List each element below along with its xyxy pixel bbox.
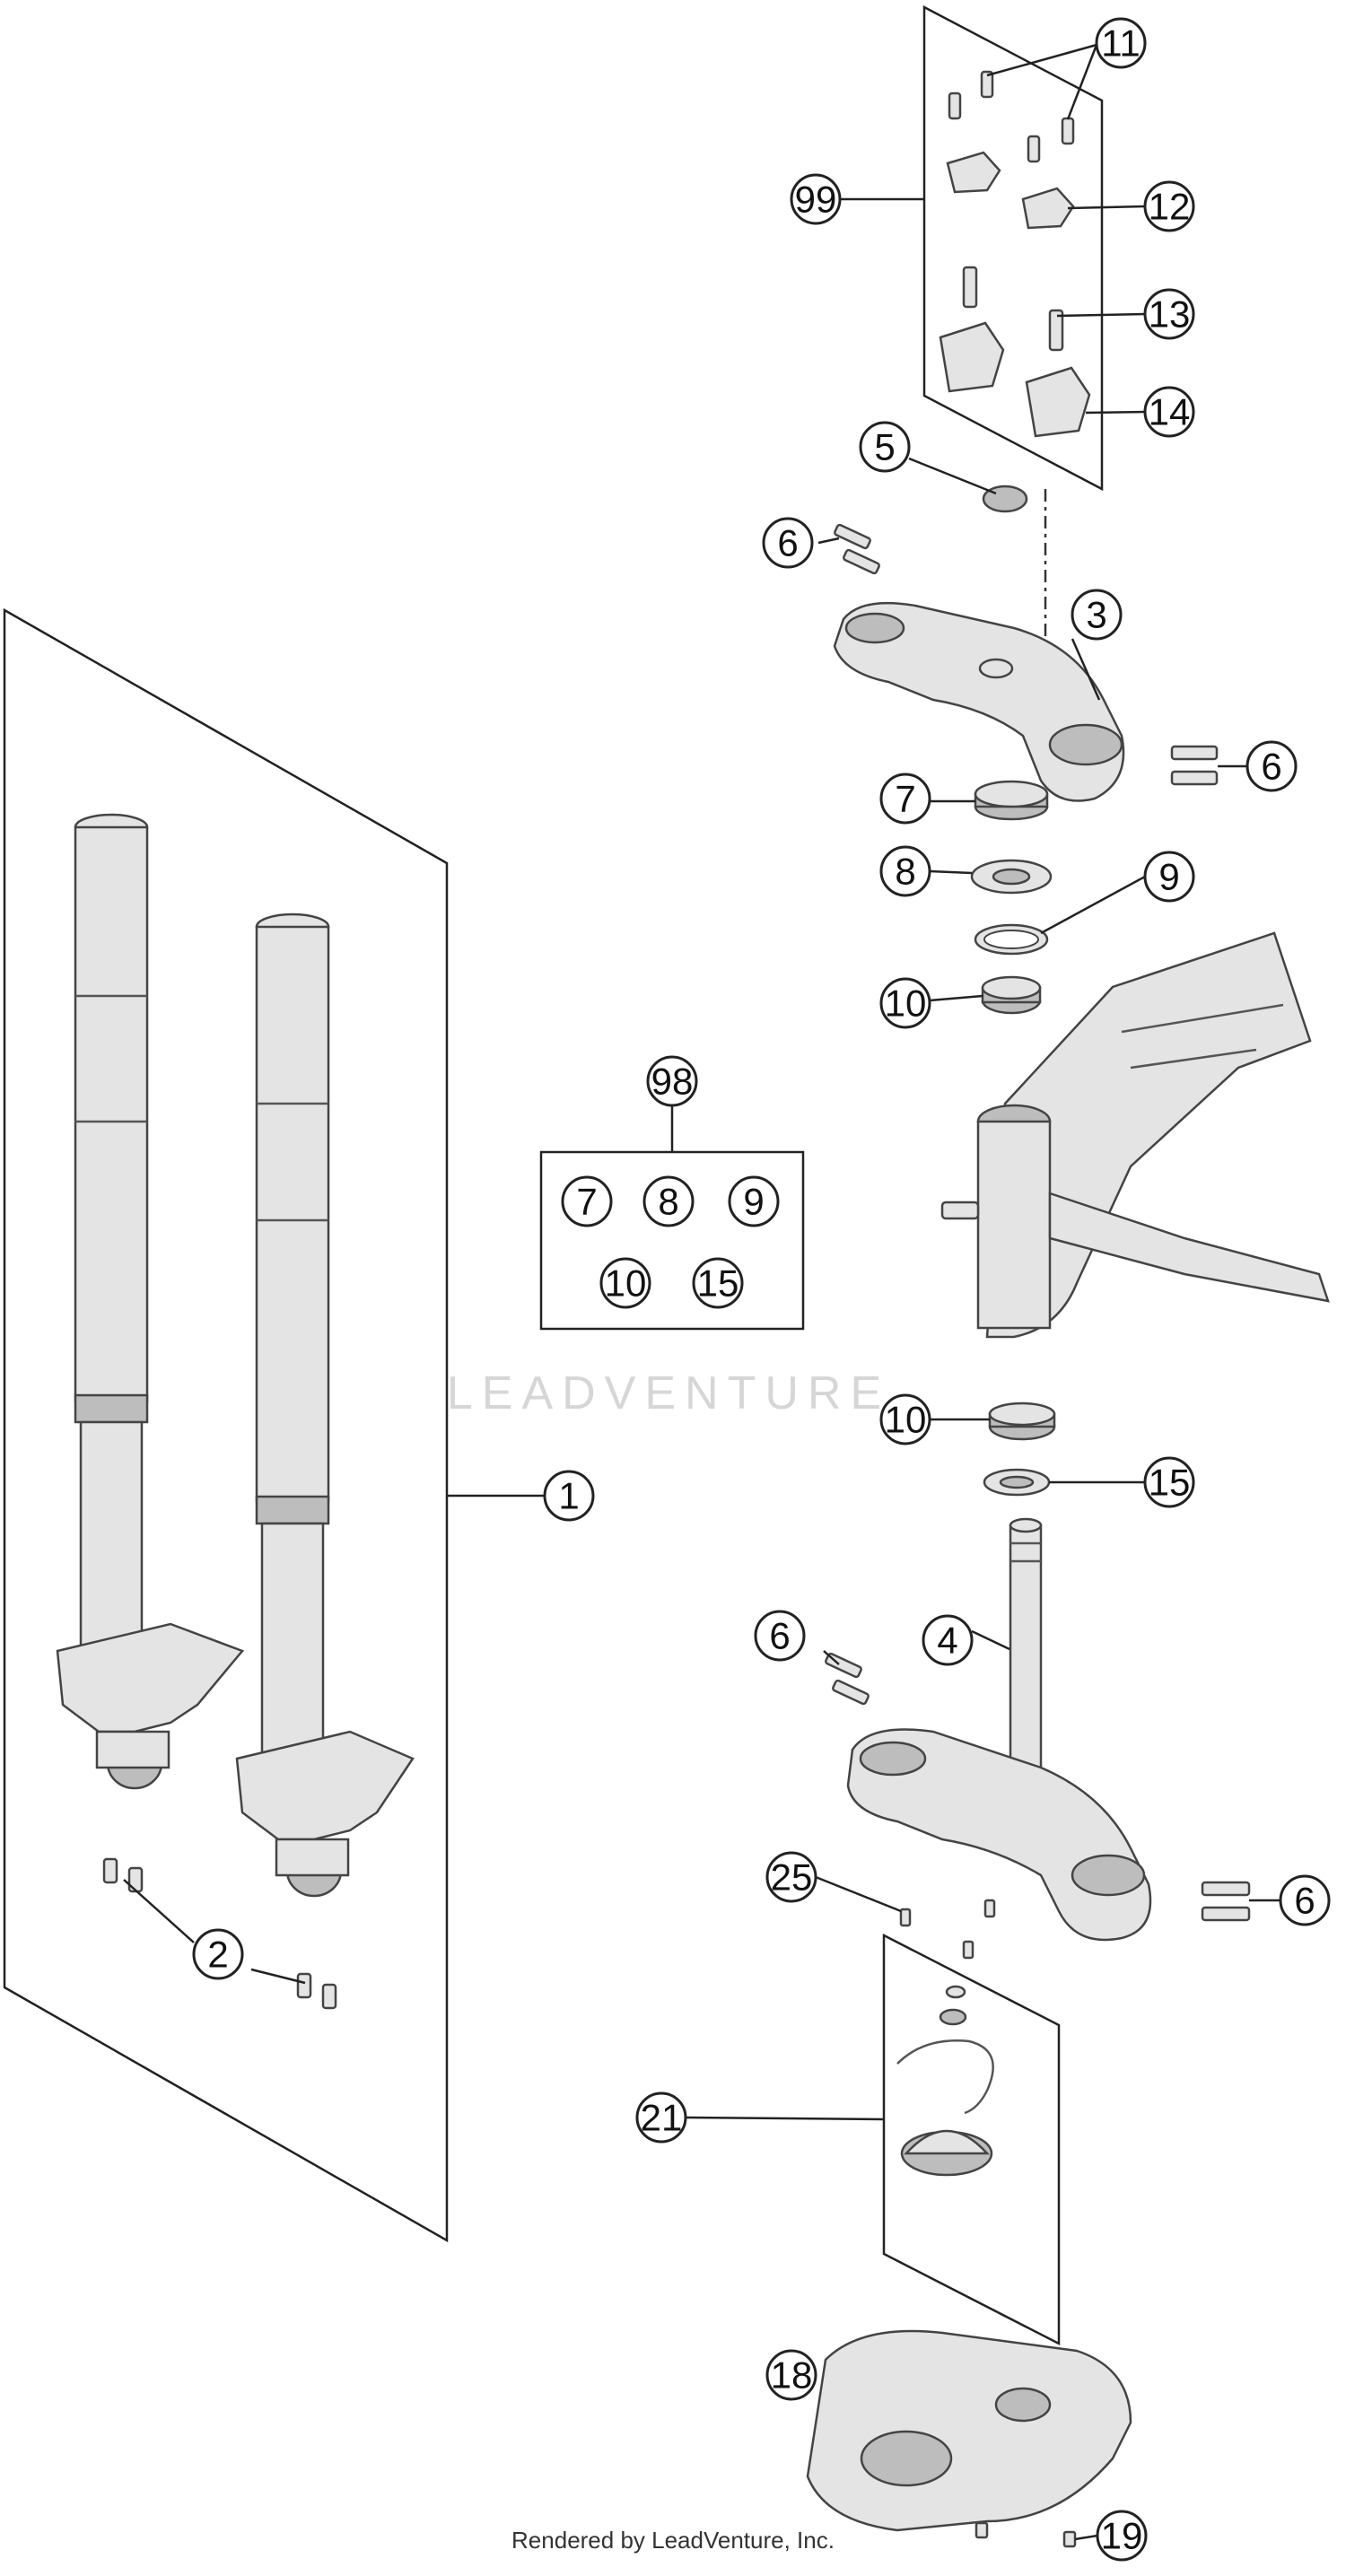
callout-8: 8 bbox=[879, 845, 931, 897]
callout-label: 6 bbox=[1294, 1880, 1315, 1922]
callout-label: 2 bbox=[207, 1934, 228, 1976]
callout-15: 15 bbox=[1143, 1456, 1195, 1508]
kit-98-item: 8 bbox=[658, 1181, 678, 1223]
kit-98-label: 98 bbox=[651, 1061, 694, 1103]
callout-label: 15 bbox=[1149, 1462, 1191, 1504]
callout-19: 19 bbox=[1096, 2510, 1148, 2562]
callout-2: 2 bbox=[192, 1928, 244, 1980]
callout-4: 4 bbox=[922, 1614, 974, 1666]
callout-label: 10 bbox=[885, 982, 927, 1025]
callout-10: 10 bbox=[879, 1393, 931, 1445]
callout-label: 4 bbox=[937, 1620, 957, 1662]
callout-label: 7 bbox=[895, 778, 915, 820]
callout-label: 6 bbox=[1261, 746, 1281, 788]
callout-21: 21 bbox=[635, 2091, 687, 2144]
fork-leg-right bbox=[235, 913, 415, 1898]
fork-guard bbox=[806, 2329, 1132, 2532]
callout-9: 9 bbox=[1143, 851, 1195, 903]
callout-7: 7 bbox=[879, 773, 931, 825]
callout-6: 6 bbox=[754, 1610, 806, 1662]
callout-label: 1 bbox=[558, 1475, 579, 1517]
leader-lines bbox=[123, 43, 1280, 2541]
lower-bearing-seal bbox=[983, 1402, 1056, 1497]
kit-98-item: 7 bbox=[576, 1181, 597, 1223]
callout-12: 12 bbox=[1143, 180, 1195, 232]
watermark: LEADVENTURE bbox=[447, 1367, 890, 1419]
kit-98-item: 15 bbox=[697, 1262, 739, 1305]
fork-leg-left bbox=[56, 813, 245, 1790]
callout-6: 6 bbox=[1245, 740, 1298, 792]
callout-25: 25 bbox=[765, 1851, 817, 1903]
callout-label: 9 bbox=[1158, 856, 1179, 898]
callout-label: 6 bbox=[777, 522, 798, 564]
callout-5: 5 bbox=[859, 421, 911, 473]
callout-label: 8 bbox=[895, 851, 915, 893]
callout-label: 19 bbox=[1101, 2515, 1143, 2557]
callouts: 1 2 3 4 5 6 6 6 6 7 8 9 10 10 11 12 13 1… bbox=[192, 17, 1331, 2562]
bolts-upper-left bbox=[834, 523, 880, 575]
callout-label: 99 bbox=[795, 179, 837, 221]
footer-credit: Rendered by LeadVenture, Inc. bbox=[511, 2527, 835, 2554]
callout-1: 1 bbox=[543, 1470, 595, 1522]
callout-10: 10 bbox=[879, 977, 931, 1029]
callout-label: 5 bbox=[874, 426, 895, 468]
handlebar-clamp-panel bbox=[922, 4, 1104, 492]
callout-label: 25 bbox=[771, 1856, 813, 1899]
callout-label: 18 bbox=[771, 2354, 813, 2397]
damper-kit-panel bbox=[882, 1933, 1061, 2346]
fork-panel bbox=[3, 607, 449, 2243]
callout-label: 21 bbox=[641, 2097, 683, 2139]
kit-98-item: 9 bbox=[743, 1181, 764, 1223]
callout-label: 3 bbox=[1086, 594, 1106, 636]
callout-label: 13 bbox=[1149, 293, 1191, 336]
kit-98: 98 7 8 9 10 15 bbox=[539, 1055, 805, 1331]
steering-hardware-stack bbox=[970, 780, 1053, 1015]
callout-14: 14 bbox=[1143, 386, 1195, 438]
frame-steering-head bbox=[940, 931, 1330, 1339]
bolts-lower bbox=[825, 1652, 1251, 1922]
upper-triple-clamp bbox=[833, 601, 1125, 802]
callout-label: 14 bbox=[1149, 391, 1191, 433]
callout-label: 6 bbox=[769, 1615, 790, 1657]
callout-label: 11 bbox=[1101, 22, 1141, 65]
screws-19 bbox=[975, 2521, 1077, 2548]
lower-triple-clamp bbox=[846, 1517, 1152, 1942]
callout-6: 6 bbox=[762, 517, 814, 569]
callout-3: 3 bbox=[1071, 589, 1123, 641]
kit-98-items: 7 8 9 10 15 bbox=[561, 1175, 780, 1309]
screws-25 bbox=[899, 1899, 996, 1960]
callout-11: 11 bbox=[1095, 17, 1147, 69]
callout-99: 99 bbox=[790, 173, 842, 225]
callout-label: 12 bbox=[1149, 186, 1191, 228]
callout-13: 13 bbox=[1143, 288, 1195, 340]
callout-label: 10 bbox=[885, 1399, 927, 1441]
callout-18: 18 bbox=[765, 2349, 817, 2401]
kit-98-item: 10 bbox=[605, 1262, 647, 1305]
bolts-upper-right bbox=[1170, 745, 1219, 786]
callout-6: 6 bbox=[1279, 1874, 1331, 1926]
